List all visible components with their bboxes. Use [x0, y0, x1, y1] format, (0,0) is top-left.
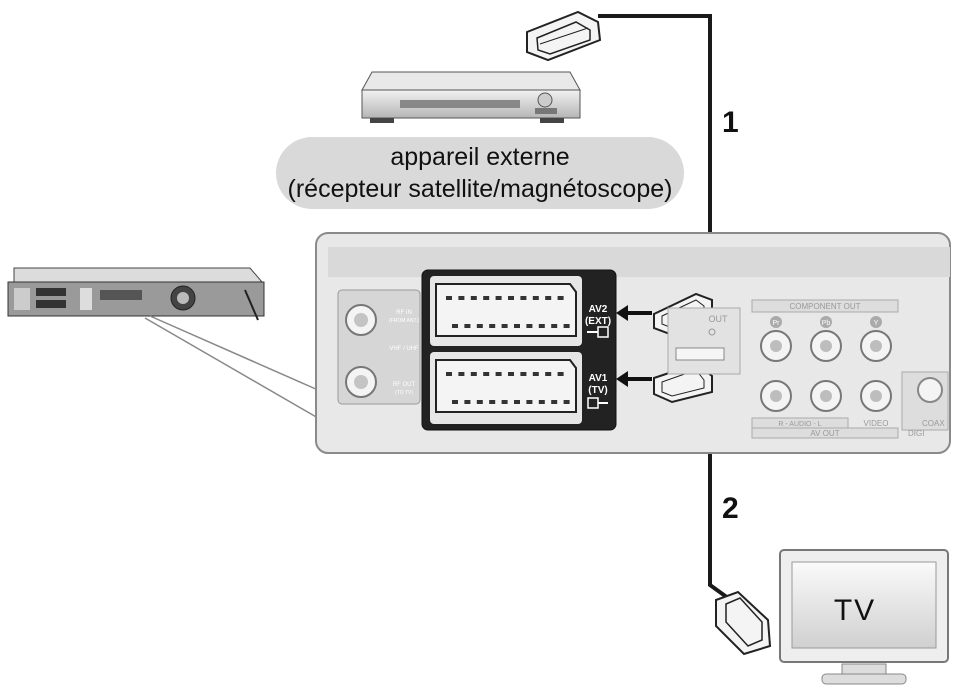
component-badge: [870, 316, 882, 328]
rca-jack-center: [820, 390, 832, 402]
scart-pin: [526, 400, 533, 404]
scart-pin: [470, 372, 477, 376]
scart-plug-top: [526, 10, 602, 62]
scart-pin: [476, 400, 483, 404]
scart-pin: [545, 296, 552, 300]
component-letter: Pr: [773, 320, 781, 327]
zoom-line-bottom: [144, 317, 319, 419]
scart-pin: [495, 372, 502, 376]
rf-out-label: RF OUT: [393, 382, 416, 388]
scart-pin: [452, 324, 458, 328]
component-letter: Y: [874, 320, 879, 327]
rca-jack-center: [870, 390, 882, 402]
scart-pin: [514, 400, 520, 404]
audio-label: R - AUDIO - L: [778, 421, 821, 428]
av2-scart-socket: [435, 283, 577, 337]
scart-pin: [483, 296, 490, 300]
scart-pin: [538, 324, 545, 328]
scart-pin: [557, 296, 564, 300]
component-badge: [820, 316, 832, 328]
digital-section: COAX DIGI: [901, 371, 949, 438]
scart-pin: [514, 324, 520, 328]
rear-panel-top-strip: [328, 247, 950, 277]
hdmi-area: [667, 307, 741, 375]
rf-in-sublabel: (FROM ANT.): [389, 318, 419, 324]
scart-pin: [446, 372, 452, 376]
scart-pin: [508, 372, 514, 376]
video-label: VIDEO: [864, 419, 889, 428]
hdmi-port: [675, 347, 725, 361]
scart-pin: [551, 324, 558, 328]
scart-pin: [563, 400, 570, 404]
av1-label: AV1: [589, 373, 608, 384]
device-caption-line1: appareil externe: [390, 143, 570, 171]
vcr-device-illustration: [361, 71, 581, 123]
rca-jack-center: [770, 340, 782, 352]
scart-pin: [508, 296, 514, 300]
zoom-line-top: [149, 315, 319, 391]
receiver-rear-illustration: [7, 267, 265, 321]
input-arrow-icon: [587, 326, 609, 338]
scart-pin: [489, 324, 496, 328]
scart-pin: [538, 400, 545, 404]
scart-pin: [551, 400, 558, 404]
scart-pin: [545, 372, 552, 376]
scart-pins: [446, 296, 570, 404]
rca-jack-center: [770, 390, 782, 402]
av-out-label: AV OUT: [810, 429, 839, 438]
scart-pin: [532, 296, 539, 300]
component-badge: [770, 316, 782, 328]
rf-in-label: RF IN: [396, 310, 412, 316]
scart-pin: [563, 324, 570, 328]
scart-pin: [520, 296, 527, 300]
scart-pin: [446, 296, 452, 300]
vhf-uhf-label: VHF / UHF: [389, 346, 419, 352]
device-caption-line2: (récepteur satellite/magnétoscope): [287, 175, 673, 203]
tv-illustration: [779, 549, 949, 685]
rf-out-sublabel: (TO TV): [395, 390, 413, 396]
scart-pin: [501, 400, 508, 404]
scart-pin: [532, 372, 539, 376]
scart-pin: [464, 400, 471, 404]
scart-pin: [501, 324, 508, 328]
scart-pin: [470, 296, 477, 300]
scart-pin: [464, 324, 471, 328]
scart-pin: [483, 372, 490, 376]
cable-2-number: 2: [722, 492, 739, 525]
coax-label: COAX: [922, 419, 945, 428]
scart-pin: [526, 324, 533, 328]
cable-1-number: 1: [722, 106, 739, 139]
av2-label: AV2: [589, 304, 608, 315]
rca-jack-center: [870, 340, 882, 352]
out-label: OUT: [709, 314, 729, 324]
tv-label: TV: [833, 594, 877, 627]
scart-pin: [476, 324, 483, 328]
scart-pin: [557, 372, 564, 376]
rca-jack-center: [820, 340, 832, 352]
arrow-av2: [616, 305, 652, 321]
scart-pin: [458, 372, 465, 376]
arrow-av1: [616, 371, 652, 387]
av1-scart-socket: [435, 359, 577, 413]
scart-plug-bottom: [715, 590, 772, 656]
scart-pin: [489, 400, 496, 404]
scart-pin: [495, 296, 502, 300]
av1-sublabel: (TV): [588, 385, 607, 396]
scart-pin: [520, 372, 527, 376]
output-arrow-icon: [587, 397, 608, 409]
component-out-label: COMPONENT OUT: [790, 302, 861, 311]
digi-label: DIGI: [908, 429, 924, 438]
scart-pin: [458, 296, 465, 300]
device-caption-box: [276, 137, 684, 209]
scart-pin: [452, 400, 458, 404]
component-letter: Pb: [822, 320, 831, 327]
av2-sublabel: (EXT): [585, 316, 611, 327]
